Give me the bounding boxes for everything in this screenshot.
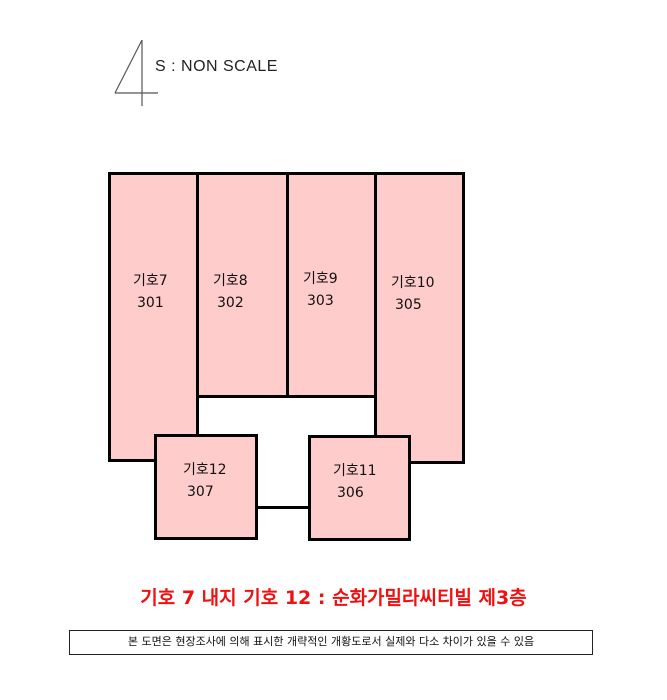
unit-number: 306 [337, 485, 364, 501]
disclaimer-box: 본 도면은 현장조사에 의해 표시한 개략적인 개황도로서 실제와 다소 차이가… [69, 630, 593, 655]
corridor-connector-line [256, 506, 310, 509]
unit-number: 305 [395, 297, 422, 313]
north-indicator: S : NON SCALE [100, 38, 320, 108]
north-arrow-icon [114, 39, 158, 106]
unit-text: 기호12 307 [183, 459, 227, 503]
unit-text: 기호11 306 [333, 460, 377, 504]
unit-label: 기호12 [183, 462, 227, 478]
unit-label: 기호11 [333, 463, 377, 479]
unit-box-unit-12: 기호12 307 [154, 434, 258, 540]
unit-number: 303 [307, 293, 334, 309]
scale-label: S : NON SCALE [155, 58, 278, 75]
unit-box-unit-11: 기호11 306 [308, 435, 411, 541]
plan-title: 기호 7 내지 기호 12 : 순화가밀라씨티빌 제3층 [140, 587, 527, 609]
unit-number: 307 [187, 484, 214, 500]
unit-label: 기호8 [213, 273, 248, 289]
unit-box-unit-10: 기호10 305 [374, 172, 465, 464]
unit-text: 기호10 305 [391, 272, 435, 316]
unit-label: 기호10 [391, 275, 435, 291]
unit-label: 기호9 [303, 271, 338, 287]
unit-number: 301 [137, 295, 164, 311]
unit-number: 302 [217, 295, 244, 311]
unit-label: 기호7 [133, 273, 168, 289]
